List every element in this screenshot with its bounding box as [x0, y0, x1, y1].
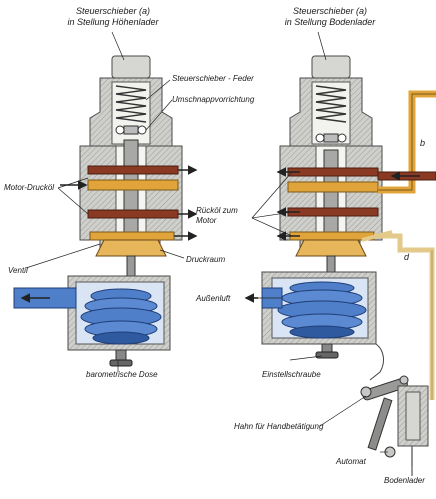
right-title: Steuerschieber (a) in Stellung Bodenlade… — [270, 6, 390, 28]
right-title-line2: in Stellung Bodenlader — [284, 17, 376, 27]
label-manual-cock: Hahn für Handbetätigung — [234, 422, 324, 431]
left-return-2 — [87, 209, 179, 219]
left-title-line2: in Stellung Höhenlader — [67, 17, 159, 27]
label-pressure-chamber: Druckraum — [186, 255, 226, 264]
left-oil-lower — [89, 231, 175, 241]
label-snap-device: Umschnappvorrichtung — [172, 95, 255, 104]
left-cap — [111, 55, 151, 79]
left-pressure-chamber — [95, 239, 167, 257]
left-oil-in — [87, 179, 179, 191]
label-pipe-d: d — [404, 252, 410, 262]
left-return-1 — [87, 165, 179, 175]
label-ground-charger: Bodenlader — [384, 476, 425, 485]
right-spring — [315, 85, 347, 123]
pipe-d — [374, 233, 435, 400]
left-title-line1: Steuerschieber (a) — [75, 6, 151, 16]
left-flow-arrows — [20, 165, 198, 303]
right-snap-device — [315, 133, 347, 143]
left-snap-device — [115, 125, 147, 135]
right-oil-in — [287, 181, 379, 193]
label-valve: Ventil — [8, 266, 28, 275]
left-title: Steuerschieber (a) in Stellung Höhenlade… — [58, 6, 168, 28]
label-return-oil-line2: Motor — [196, 216, 217, 225]
right-cap — [311, 55, 351, 79]
linkage-leaders — [319, 395, 413, 466]
right-flow-arrows — [244, 167, 420, 303]
right-leaders — [251, 31, 327, 361]
left-unit — [13, 55, 183, 367]
label-barometric-can: barometrische Dose — [86, 370, 158, 379]
right-pressure-chamber — [295, 239, 367, 257]
manual-cock-linkage — [360, 343, 429, 476]
left-spring — [115, 85, 147, 123]
left-spool — [123, 139, 139, 245]
label-spring: Steuerschieber - Feder — [172, 74, 254, 83]
label-automat: Automat — [336, 457, 366, 466]
right-return-1 — [287, 167, 379, 177]
right-title-line1: Steuerschieber (a) — [292, 6, 368, 16]
right-barometric-can — [277, 281, 367, 339]
label-pipe-b: b — [420, 138, 426, 148]
left-barometric-can — [80, 288, 162, 345]
right-return-2 — [287, 207, 379, 217]
automat-rod — [367, 397, 393, 451]
label-adjust-screw: Einstellschraube — [262, 370, 321, 379]
label-return-oil-line1: Rücköl zum — [196, 206, 238, 215]
label-outside-air: Außenluft — [196, 294, 231, 303]
left-leaders — [25, 31, 185, 372]
label-motor-oil: Motor-Drucköl — [4, 183, 55, 192]
right-oil-lower — [289, 231, 375, 241]
right-unit — [261, 55, 383, 359]
